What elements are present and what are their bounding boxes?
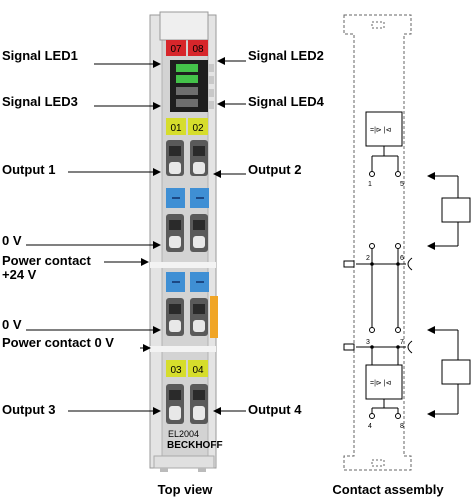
contact-num-1: 1	[368, 181, 372, 188]
svg-text:=|⊳ |⊲: =|⊳ |⊲	[370, 127, 392, 134]
label-0v-b: 0 V	[2, 317, 22, 332]
contact-num-4: 4	[368, 423, 372, 430]
label-power-contact-0v: Power contact 0 V	[2, 335, 114, 350]
led-01-label: 01	[170, 123, 182, 134]
contact-num-6: 6	[400, 255, 404, 262]
contact-num-8: 8	[400, 423, 404, 430]
contact-num-2: 2	[366, 255, 370, 262]
right-labels: Signal LED2 Signal LED4 Output 2 Output …	[213, 48, 325, 417]
label-signal-led4: Signal LED4	[248, 94, 325, 109]
optocoupler-top	[365, 111, 403, 147]
led-07	[166, 40, 186, 56]
led-07-label: 07	[170, 44, 182, 55]
load-bottom	[427, 326, 471, 418]
orange-marker	[210, 296, 218, 338]
label-output4: Output 4	[248, 402, 302, 417]
brand-label: BECKHOFF	[167, 440, 223, 451]
label-output1: Output 1	[2, 162, 55, 177]
label-signal-led1: Signal LED1	[2, 48, 78, 63]
contact-assembly: =|⊳ |⊲ 1 5 2 6 3 7 =|⊳	[343, 14, 471, 471]
contact-num-5: 5	[400, 181, 404, 188]
load-top	[427, 172, 471, 250]
led-08-label: 08	[192, 44, 204, 55]
led-04-label: 04	[192, 365, 204, 376]
contact-num-7: 7	[400, 339, 404, 346]
led-02-label: 02	[192, 123, 204, 134]
caption-top-view: Top view	[158, 482, 214, 497]
led-08	[188, 40, 208, 56]
led-03-label: 03	[170, 365, 182, 376]
label-0v-a: 0 V	[2, 233, 22, 248]
label-power-contact: Power contact	[2, 253, 92, 268]
label-output2: Output 2	[248, 162, 301, 177]
label-signal-led3: Signal LED3	[2, 94, 78, 109]
contact-num-3: 3	[366, 339, 370, 346]
led-02	[188, 118, 208, 135]
led-03	[166, 360, 186, 377]
label-output3: Output 3	[2, 402, 55, 417]
label-plus24v: +24 V	[2, 267, 37, 282]
contact-pair-0v	[166, 214, 208, 252]
caption-contact-assembly: Contact assembly	[332, 482, 444, 497]
terminal-module: 07 08 01 02	[149, 11, 223, 472]
led-04	[188, 360, 208, 377]
contact-pair-output-2	[166, 384, 208, 424]
model-label: EL2004	[168, 429, 199, 439]
contact-pair-power-0v	[166, 298, 208, 336]
svg-text:=|⊳ |⊲: =|⊳ |⊲	[370, 380, 392, 387]
contact-pair-output	[166, 140, 208, 176]
label-signal-led2: Signal LED2	[248, 48, 324, 63]
led-01	[166, 118, 186, 135]
left-labels: Signal LED1 Signal LED3 Output 1 0 V Pow…	[2, 48, 161, 417]
